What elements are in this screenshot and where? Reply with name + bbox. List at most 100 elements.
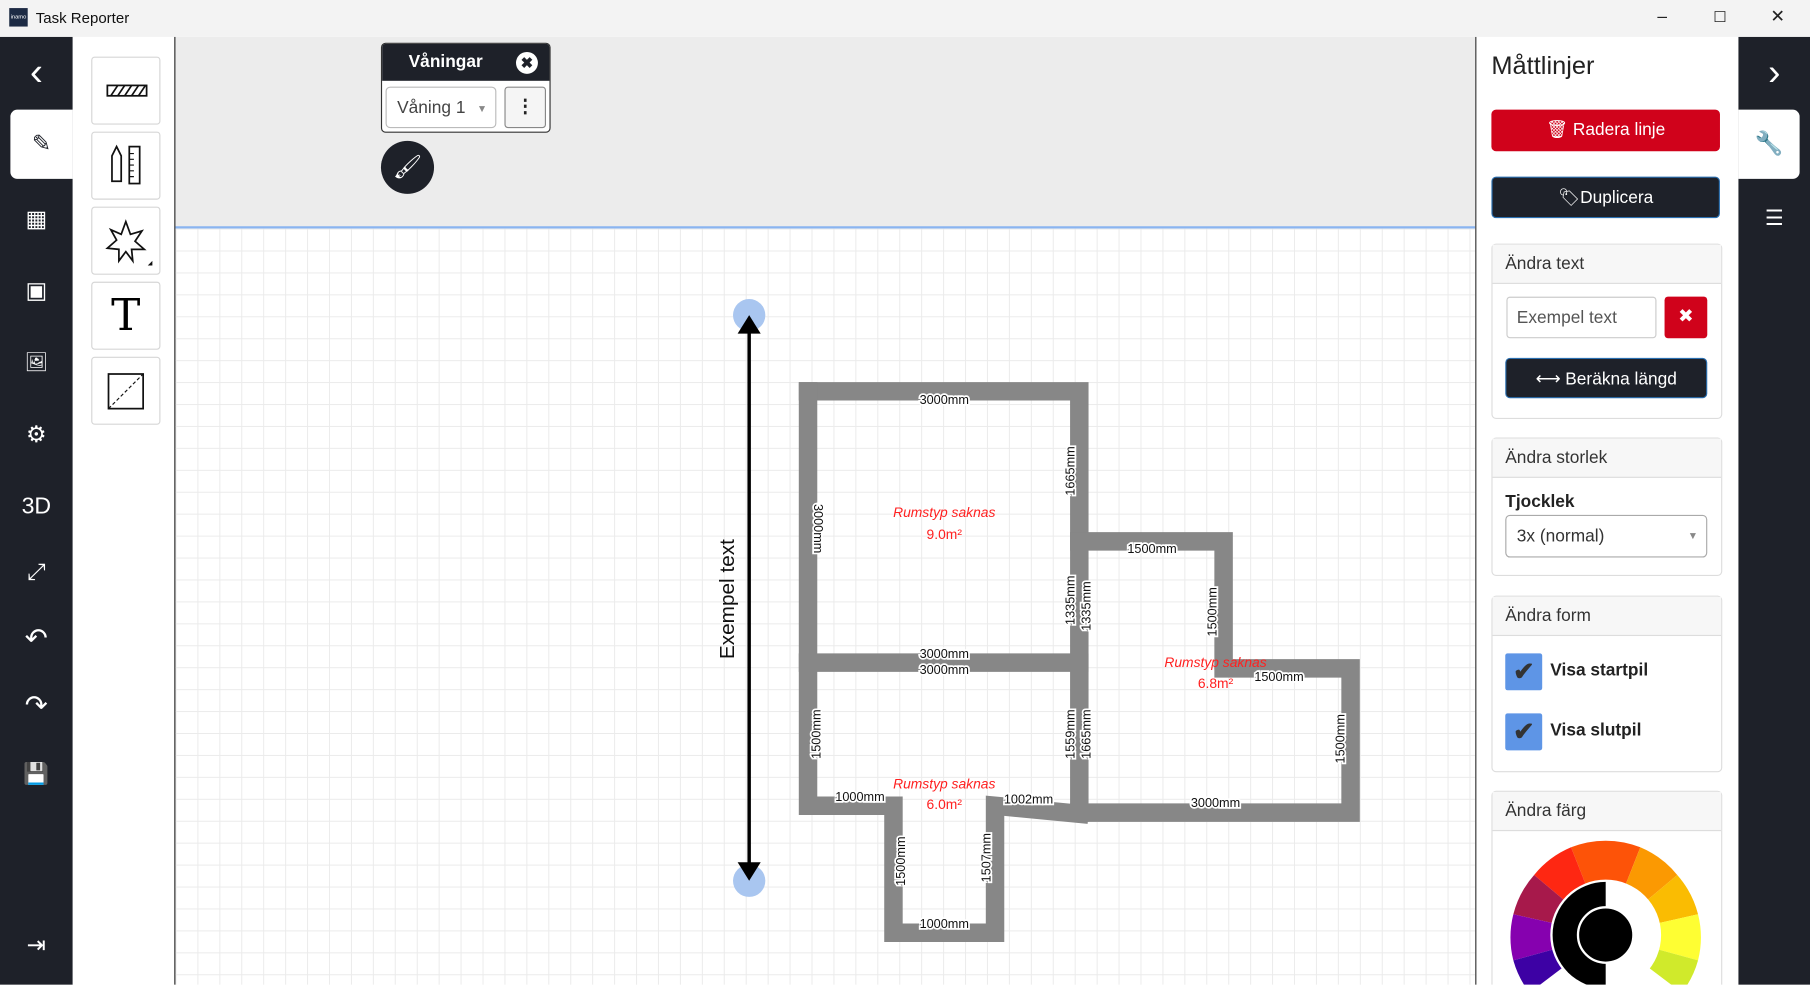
text-tool-button[interactable]: T xyxy=(91,281,161,350)
drawing-canvas[interactable] xyxy=(175,228,1476,985)
thickness-label: Tjocklek xyxy=(1505,491,1575,512)
delete-line-label: Radera linje xyxy=(1572,120,1666,140)
room-type-label: Rumstyp saknas xyxy=(893,504,995,520)
room-area-label: 9.0m² xyxy=(927,526,963,542)
text-card: Ändra text ✖ ⟷ Beräkna längd xyxy=(1491,243,1723,420)
starburst-icon xyxy=(105,219,153,266)
fullscreen-icon[interactable]: ⤢ xyxy=(27,559,46,586)
duplicate-button[interactable]: 🏷Duplicera xyxy=(1491,176,1720,219)
undo-icon[interactable]: ↶ xyxy=(24,623,48,655)
color-card: Ändra färg xyxy=(1491,790,1723,985)
duplicate-label: Duplicera xyxy=(1580,188,1654,208)
tag-icon: 🏷 xyxy=(1558,188,1581,208)
delete-line-button[interactable]: 🗑 Radera linje xyxy=(1491,109,1720,152)
pencil-ruler-icon xyxy=(111,144,141,185)
3d-icon[interactable]: 3D xyxy=(21,494,52,520)
trash-icon: 🗑 xyxy=(1546,120,1569,140)
diagonal-line-icon xyxy=(107,373,145,410)
room-area-label: 6.8m² xyxy=(1198,675,1234,691)
chevron-right-icon[interactable]: › xyxy=(1768,50,1781,93)
floor-select[interactable]: Våning 1 ▼ xyxy=(385,86,497,129)
wall-label: 3000mm xyxy=(811,504,825,553)
hatched-wall-icon xyxy=(106,84,148,97)
wall-label: 1559mm xyxy=(1064,709,1078,758)
right-panel: Måttlinjer 🗑 Radera linje 🏷Duplicera Änd… xyxy=(1475,36,1740,985)
shape-tool-button[interactable] xyxy=(91,206,161,275)
maximize-button[interactable]: ☐ xyxy=(1713,8,1727,26)
grid-icon[interactable]: ▦ xyxy=(25,206,48,233)
wall-label: 1002mm xyxy=(1004,792,1053,806)
draw-icon[interactable]: ✎ xyxy=(10,109,73,179)
start-arrow-checkbox[interactable]: ✔ xyxy=(1505,653,1543,691)
image-icon[interactable]: 🖼 xyxy=(24,353,49,373)
floors-panel: Våningar ✖ Våning 1▼ ⋮ xyxy=(380,42,551,133)
tool-panel: T xyxy=(72,36,176,985)
wall-label: 1000mm xyxy=(835,790,884,804)
size-card: Ändra storlek Tjocklek 3x (normal)▼ xyxy=(1491,437,1723,577)
arrows-horizontal-icon: ⟷ xyxy=(1535,369,1561,390)
logout-icon[interactable]: ⇥ xyxy=(26,932,47,959)
wall-label: 1335mm xyxy=(1080,581,1094,630)
right-sidebar: › 🔧 ☰ xyxy=(1738,36,1810,985)
thickness-value: 3x (normal) xyxy=(1516,526,1605,547)
wrench-icon[interactable]: 🔧 xyxy=(1738,109,1800,179)
wall-label: 3000mm xyxy=(1191,796,1240,810)
end-arrow-icon xyxy=(737,862,761,881)
measure-tool-button[interactable] xyxy=(91,131,161,200)
text-input[interactable] xyxy=(1506,296,1657,339)
chevron-down-icon: ▼ xyxy=(476,102,488,115)
objects-icon[interactable]: ▣ xyxy=(25,278,48,304)
close-floors-icon[interactable]: ✖ xyxy=(515,51,538,74)
wall-label: 1335mm xyxy=(1064,576,1078,625)
end-arrow-label: Visa slutpil xyxy=(1550,720,1642,740)
measure-line[interactable]: Exempel text xyxy=(716,298,766,897)
text-card-title: Ändra text xyxy=(1492,244,1722,284)
clear-text-button[interactable]: ✖ xyxy=(1664,296,1708,339)
spray-icon: 🖌 xyxy=(392,154,423,181)
wall-label: 1500mm xyxy=(1127,542,1176,556)
wall-label: 1500mm xyxy=(1334,714,1348,763)
back-icon[interactable]: ‹ xyxy=(29,49,43,94)
wall-label: 3000mm xyxy=(920,663,969,677)
floor-more-button[interactable]: ⋮ xyxy=(504,86,547,129)
gear-icon[interactable]: ⚙ xyxy=(26,422,47,448)
wall-label: 1500mm xyxy=(810,709,824,758)
shape-card: Ändra form ✔ Visa startpil ✔ Visa slutpi… xyxy=(1491,595,1723,773)
save-icon[interactable]: 💾 xyxy=(23,761,50,785)
paint-tool-button[interactable]: 🖌 xyxy=(380,140,435,194)
close-button[interactable]: ✕ xyxy=(1770,6,1785,27)
end-handle[interactable] xyxy=(733,864,766,897)
diagonal-tool-button[interactable] xyxy=(91,356,161,425)
wall xyxy=(798,382,1089,822)
left-sidebar: ‹ ✎ ▦ ▣ 🖼 ⚙ 3D ⤢ ↶ ↷ 💾 ⇥ xyxy=(0,36,73,985)
calc-length-label: Beräkna längd xyxy=(1565,369,1677,390)
minimize-button[interactable]: – xyxy=(1657,6,1668,27)
wall xyxy=(798,382,1090,942)
end-arrow-checkbox[interactable]: ✔ xyxy=(1505,713,1543,751)
wall xyxy=(1070,659,1360,822)
wall-label: 1000mm xyxy=(920,917,969,931)
wall-tool-button[interactable] xyxy=(91,56,161,125)
calc-length-button[interactable]: ⟷ Beräkna längd xyxy=(1505,357,1708,399)
wall-label: 1665mm xyxy=(1080,709,1094,758)
thickness-select[interactable]: 3x (normal)▼ xyxy=(1505,514,1708,558)
redo-icon[interactable]: ↷ xyxy=(24,690,48,722)
panel-title: Måttlinjer xyxy=(1491,50,1595,80)
measure-line-text: Exempel text xyxy=(716,539,739,659)
wall xyxy=(1070,532,1233,670)
wall-label: 1500mm xyxy=(894,836,908,885)
color-card-title: Ändra färg xyxy=(1492,791,1722,832)
start-arrow-label: Visa startpil xyxy=(1550,660,1649,680)
color-wheel[interactable] xyxy=(1509,838,1705,985)
floor-select-value: Våning 1 xyxy=(397,98,466,118)
wall-label: 3000mm xyxy=(920,393,969,407)
walls[interactable] xyxy=(798,382,1360,942)
list-icon[interactable]: ☰ xyxy=(1764,206,1784,230)
room-type-label: Rumstyp saknas xyxy=(893,775,995,791)
size-card-title: Ändra storlek xyxy=(1492,438,1722,478)
wall-label: 1500mm xyxy=(1206,587,1220,636)
title-bar: inamo Task Reporter – ☐ ✕ xyxy=(0,0,1810,37)
wall-label: 1500mm xyxy=(1254,670,1303,684)
room-area-label: 6.0m² xyxy=(927,796,963,812)
